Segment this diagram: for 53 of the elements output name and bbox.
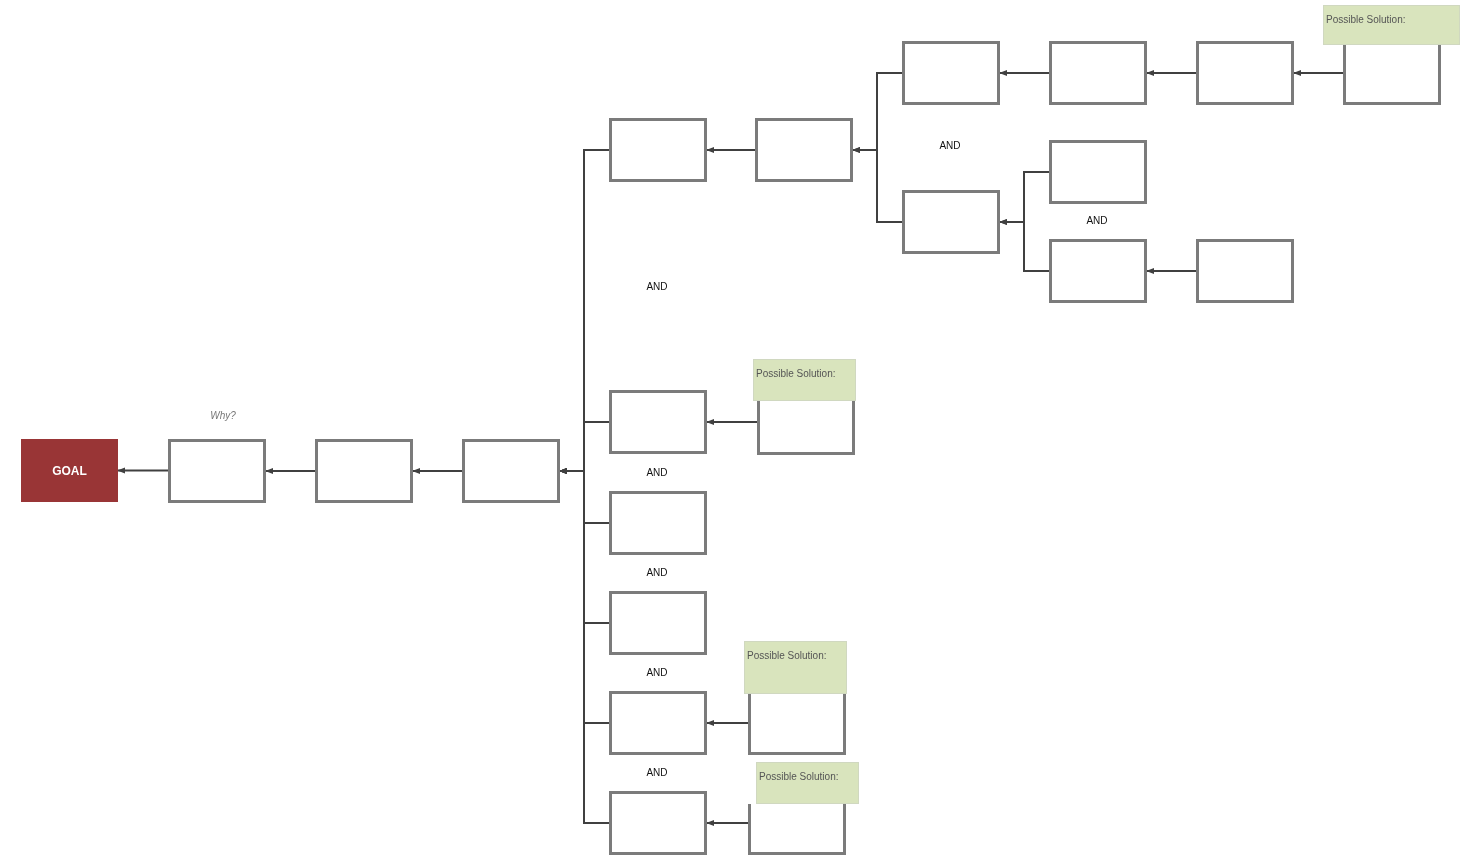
note-text: Possible Solution: <box>1326 14 1406 25</box>
cause-box <box>609 118 707 182</box>
arrow <box>706 146 756 154</box>
and-label: AND <box>646 666 668 678</box>
cause-box <box>1196 239 1294 303</box>
arrow <box>265 467 316 475</box>
and-label: AND <box>646 766 668 778</box>
arrow <box>706 719 749 727</box>
arrow <box>412 467 463 475</box>
solution-note <box>1323 5 1460 45</box>
and-label: AND <box>646 280 668 292</box>
arrow <box>706 418 758 426</box>
note-text: Possible Solution: <box>747 650 827 661</box>
cause-box <box>462 439 560 503</box>
and-label: AND <box>939 139 961 151</box>
cause-box <box>748 694 846 755</box>
solution-note <box>744 641 847 694</box>
arrow <box>559 467 610 824</box>
cause-box <box>748 804 846 855</box>
cause-box <box>1196 41 1294 105</box>
goal-label: GOAL <box>52 463 87 478</box>
question-label: Why? <box>210 409 236 421</box>
cause-box <box>902 190 1000 254</box>
cause-box <box>1049 41 1147 105</box>
note-text: Possible Solution: <box>759 771 839 782</box>
cause-box <box>609 691 707 755</box>
arrow <box>117 467 169 474</box>
cause-box <box>757 401 855 455</box>
cause-box <box>609 491 707 555</box>
arrow <box>1146 267 1197 275</box>
cause-box <box>1049 239 1147 303</box>
cause-box <box>609 390 707 454</box>
cause-box <box>609 591 707 655</box>
arrow <box>852 146 903 223</box>
cause-box <box>168 439 266 503</box>
arrow <box>706 819 749 827</box>
arrow <box>1146 69 1197 77</box>
and-label: AND <box>646 566 668 578</box>
cause-box <box>902 41 1000 105</box>
arrow <box>999 69 1050 77</box>
cause-box <box>315 439 413 503</box>
cause-box <box>609 791 707 855</box>
goal-box <box>21 439 118 502</box>
cause-box <box>755 118 853 182</box>
arrow <box>1293 69 1344 77</box>
and-label: AND <box>646 466 668 478</box>
solution-note <box>753 359 856 401</box>
arrow <box>999 218 1050 272</box>
cause-box <box>1343 45 1441 105</box>
note-text: Possible Solution: <box>756 368 836 379</box>
solution-note <box>756 762 859 804</box>
cause-box <box>1049 140 1147 204</box>
and-label: AND <box>1086 214 1108 226</box>
